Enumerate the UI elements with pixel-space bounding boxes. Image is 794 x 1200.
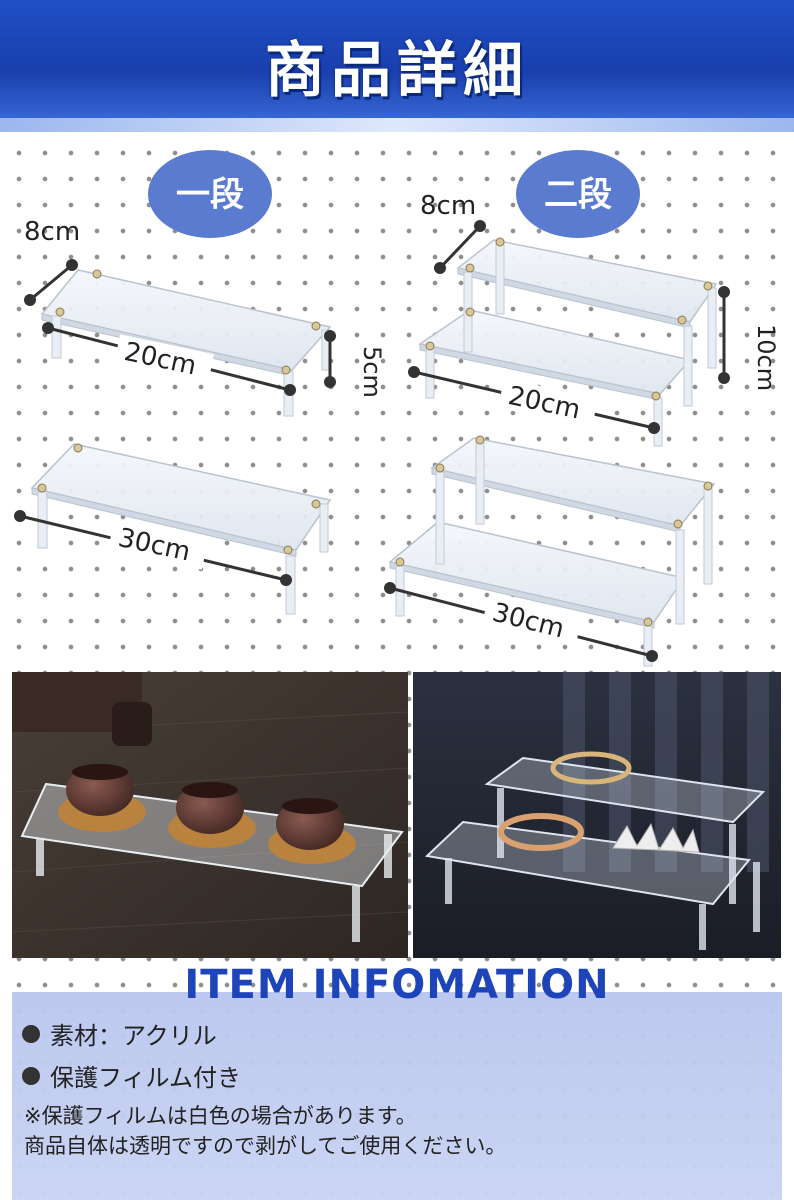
page-title: 商品詳細 <box>265 36 529 106</box>
dim-two-tier-depth: 8cm <box>420 191 476 221</box>
badge-two-tier-label: 二段 <box>544 175 612 215</box>
bullet-icon <box>22 1066 40 1085</box>
dim-one-tier-height: 5cm <box>358 346 386 398</box>
item-information-panel <box>12 992 782 1200</box>
shelf-one-tier-30cm <box>30 443 332 615</box>
item-information-title: ITEM INFOMATION <box>184 962 610 1008</box>
spec-material-text: 素材：アクリル <box>50 1022 217 1050</box>
shelf-two-tier-20cm <box>418 237 718 447</box>
bullet-icon <box>22 1024 40 1043</box>
badge-one-tier <box>148 150 272 238</box>
header-accent-band <box>0 118 794 132</box>
badge-two-tier <box>516 150 640 238</box>
shelf-one-tier-20cm <box>40 269 332 417</box>
note-line-1: ※保護フィルムは白色の場合があります。 <box>24 1104 417 1128</box>
dim-one-tier-width-large: 30cm <box>116 523 193 567</box>
dimension-diagram: 一段 二段 8cm 20cm 5cm 30cm <box>14 150 780 667</box>
note-line-2: 商品自体は透明ですので剥がしてご使用ください。 <box>24 1134 507 1158</box>
photo-teacups-on-shelf <box>12 672 408 958</box>
dim-two-tier-width-small: 20cm <box>506 381 583 425</box>
spec-protective-film: 保護フィルム付き <box>22 1058 241 1093</box>
spec-material: 素材：アクリル <box>22 1016 217 1051</box>
header-banner: 商品詳細 <box>0 0 794 132</box>
badge-one-tier-label: 一段 <box>176 175 244 215</box>
photo-jewelry-on-two-tier-shelf <box>413 672 781 958</box>
spec-protective-film-text: 保護フィルム付き <box>50 1064 242 1092</box>
dim-two-tier-height: 10cm <box>752 324 780 391</box>
shelf-two-tier-30cm <box>388 435 716 667</box>
dim-one-tier-depth: 8cm <box>24 217 80 247</box>
